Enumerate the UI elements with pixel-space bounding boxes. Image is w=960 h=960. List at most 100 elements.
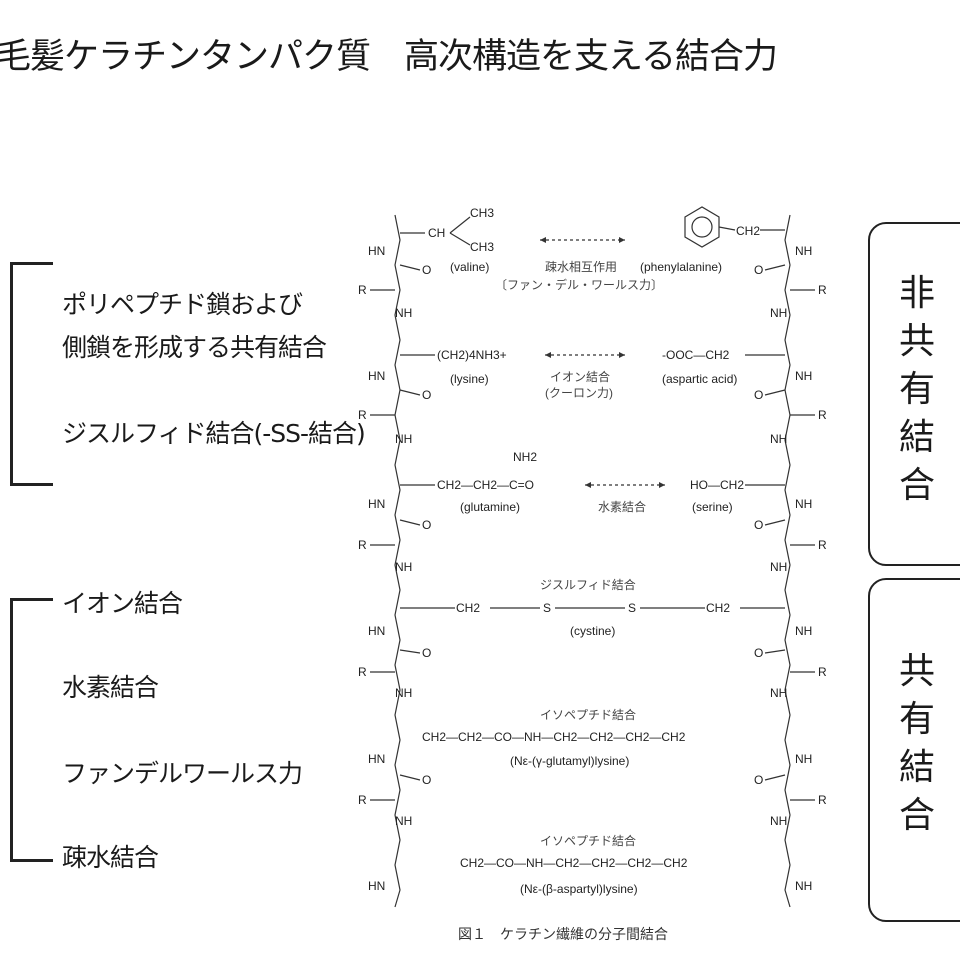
atom-label: NH [395,560,412,574]
atom-label: O [422,773,431,787]
box-char: 結 [898,417,935,458]
atom-label: (CH2)4NH3+ [437,348,507,362]
atom-label: NH [795,879,812,893]
atom-label: CH2 [706,601,730,615]
atom-label: CH2—CO—NH—CH2—CH2—CH2—CH2 [460,856,688,870]
covalent-bracket [10,262,53,486]
residue-valine: (valine) [450,260,489,274]
keratin-crosslink-diagram: HN O R NH HN O R NH HN O R NH HN O R NH … [358,206,827,908]
atom-label: CH [428,226,445,240]
box-char: 結 [898,747,935,788]
box-char: 共 [898,651,935,692]
noncovalent-item-ionic: イオン結合 [62,589,183,618]
atom-label: NH [770,432,787,446]
atom-label: R [818,538,827,552]
box-char: 非 [898,273,935,314]
atom-label: CH2—CH2—CO—NH—CH2—CH2—CH2—CH2 [422,730,686,744]
box-char: 合 [898,465,935,506]
atom-label: O [422,646,431,660]
bond-sublabel-vdw: 〔ファン・デル・ワールス力〕 [495,277,663,292]
atom-label: HN [368,879,385,893]
bond-label-hydrophobic: 疎水相互作用 [545,260,617,274]
atom-label: NH [770,686,787,700]
noncovalent-item-hydrophobic: 疎水結合 [62,843,159,872]
atom-label: O [422,388,431,402]
atom-label: CH3 [470,240,494,254]
bond-label-isopeptide-1: イソペプチド結合 [540,707,636,722]
atom-label: CH2 [736,224,760,238]
residue-aspartic-acid: (aspartic acid) [662,372,737,386]
atom-label: NH [395,686,412,700]
bond-label-isopeptide-2: イソペプチド結合 [540,833,636,848]
atom-label: R [818,793,827,807]
bond-label-hydrogen: 水素結合 [598,499,646,514]
atom-label: O [422,263,431,277]
bond-label-disulfide: ジスルフィド結合 [540,577,636,592]
atom-label: CH2 [456,601,480,615]
atom-label: O [754,773,763,787]
atom-label: S [543,601,551,615]
atom-label: -OOC—CH2 [662,348,730,362]
covalent-item-1: ポリペプチド鎖および [62,290,303,319]
box-char: 有 [898,699,935,740]
residue-phenylalanine: (phenylalanine) [640,260,722,274]
atom-label: NH2 [513,450,537,464]
covalent-box-text: 共 有 結 合 [892,648,942,840]
atom-label: NH [795,624,812,638]
bond-label-ionic: イオン結合 [550,369,610,384]
atom-label: NH [770,814,787,828]
atom-label: CH2—CH2—C=O [437,478,534,492]
noncovalent-item-hydrogen: 水素結合 [62,673,159,702]
page-title: 毛髪ケラチンタンパク質 高次構造を支える結合力 [0,37,778,77]
bond-sublabel-coulomb: (クーロン力) [545,386,613,400]
atom-label: R [358,665,367,679]
atom-label: O [754,646,763,660]
atom-label: S [628,601,636,615]
atom-label: R [358,538,367,552]
atom-label: O [754,518,763,532]
residue-aspartyl-lysine: (Nε-(β-aspartyl)lysine) [520,882,638,896]
residue-serine: (serine) [692,500,733,514]
atom-label: NH [395,306,412,320]
noncovalent-box-text: 非 共 有 結 合 [892,270,942,510]
atom-label: NH [395,814,412,828]
covalent-item-2: 側鎖を形成する共有結合 [62,333,327,362]
atom-label: HN [368,497,385,511]
atom-label: R [818,408,827,422]
left-backbone [394,214,401,908]
atom-label: HN [368,624,385,638]
noncovalent-box [868,222,960,566]
atom-label: R [818,665,827,679]
right-backbone [784,214,791,908]
benzene-ring-icon [684,206,720,248]
atom-label: HN [368,244,385,258]
atom-label: NH [395,432,412,446]
atom-label: NH [795,752,812,766]
box-char: 有 [898,369,935,410]
atom-label: NH [795,369,812,383]
atom-label: R [358,408,367,422]
atom-label: R [358,793,367,807]
residue-lysine: (lysine) [450,372,489,386]
atom-label: R [358,283,367,297]
residue-cystine: (cystine) [570,624,615,638]
figure-caption: 図１ ケラチン繊維の分子間結合 [458,927,668,943]
atom-label: HO—CH2 [690,478,744,492]
residue-glutamine: (glutamine) [460,500,520,514]
atom-label: O [754,388,763,402]
atom-label: CH3 [470,206,494,220]
atom-label: HN [368,369,385,383]
atom-label: NH [795,497,812,511]
noncovalent-bracket [10,598,53,862]
atom-label: O [422,518,431,532]
covalent-item-3: ジスルフィド結合(-SS-結合) [62,419,366,448]
box-char: 合 [898,795,935,836]
covalent-box [868,578,960,922]
atom-label: NH [770,306,787,320]
residue-glutamyl-lysine: (Nε-(γ-glutamyl)lysine) [510,754,629,768]
atom-label: HN [368,752,385,766]
atom-label: O [754,263,763,277]
noncovalent-item-vdw: ファンデルワールス力 [62,759,303,788]
atom-label: NH [795,244,812,258]
atom-label: NH [770,560,787,574]
